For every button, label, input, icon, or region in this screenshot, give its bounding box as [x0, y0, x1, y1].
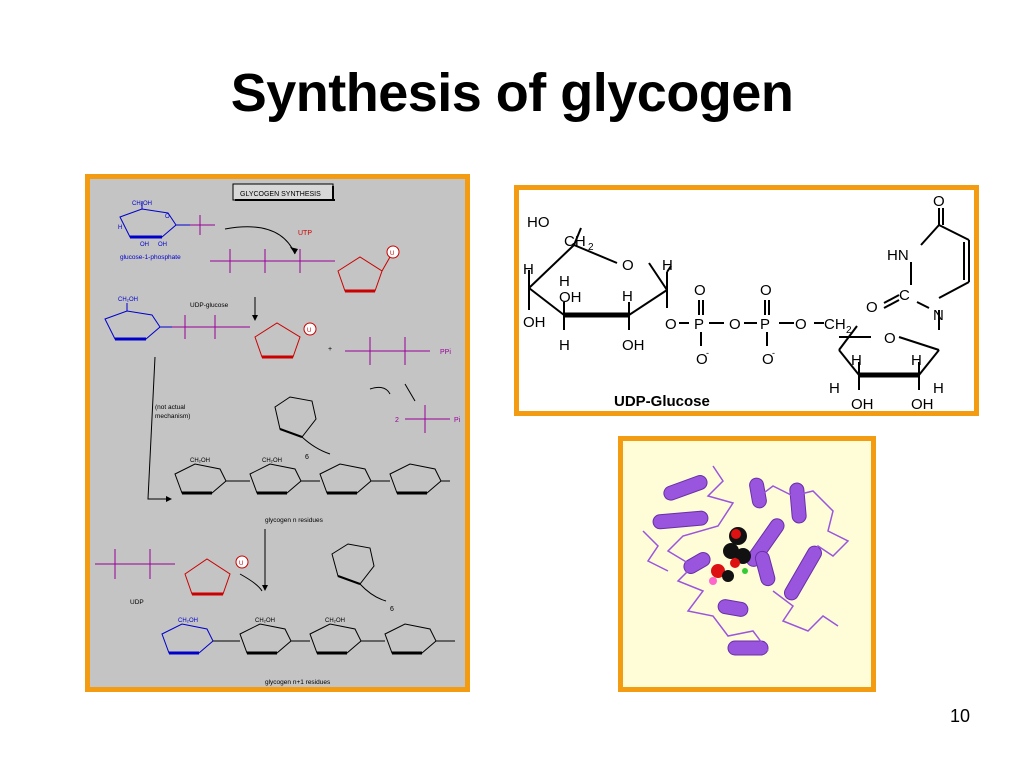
slide-title: Synthesis of glycogen [230, 63, 794, 123]
glycogen-n1-chain [213, 623, 455, 655]
udp-phosphates [95, 549, 175, 579]
svg-text:U: U [307, 328, 311, 334]
svg-text:U: U [390, 251, 394, 257]
pi-label: Pi [454, 417, 461, 424]
svg-text:O: O [762, 351, 774, 368]
udp-ribose [184, 558, 231, 596]
ppi-label: PPi [440, 349, 451, 356]
svg-text:CH₂OH: CH₂OH [132, 201, 152, 207]
udp-glucose-phosphates [172, 315, 250, 339]
svg-text:OH: OH [622, 337, 645, 354]
svg-text:-: - [706, 348, 709, 358]
svg-text:2: 2 [395, 417, 399, 424]
svg-text:H: H [559, 337, 570, 354]
glycogen-n1-label: glycogen n+1 residues [265, 679, 331, 686]
glycogen-n1-blue-ring [161, 623, 214, 655]
pi-structure [405, 405, 450, 433]
glycogen-n-chain [174, 463, 450, 495]
svg-text:H: H [559, 273, 570, 290]
svg-text:CH₂OH: CH₂OH [325, 618, 345, 624]
svg-text:O: O [665, 316, 677, 333]
svg-text:O: O [729, 316, 741, 333]
svg-text:CH₂OH: CH₂OH [178, 618, 198, 624]
udp-glucose-svg: HO CH 2 O H H H OH H OH H OH O O P O - O… [523, 193, 970, 413]
slide-number: 10 [949, 706, 970, 726]
svg-text:CH: CH [824, 316, 846, 333]
utp-label: UTP [298, 230, 312, 237]
udp-glucose-ribose [254, 322, 301, 359]
svg-text:2: 2 [588, 242, 594, 253]
svg-text:P: P [760, 316, 770, 333]
udp-glucose-structure: HO CH 2 O H H H OH H OH H OH O O P O - O… [514, 185, 979, 416]
svg-text:H: H [118, 225, 122, 231]
synthesis-scheme-svg: GLYCOGEN SYNTHESIS CH₂OH O H OH OH gluco… [95, 183, 461, 686]
ligand-spheres [709, 527, 751, 585]
svg-text:CH₂OH: CH₂OH [255, 618, 275, 624]
ppi-structure [345, 337, 430, 365]
alpha-helices [652, 475, 822, 656]
udp-glucose-caption: UDP-Glucose [614, 393, 710, 410]
svg-text:6: 6 [390, 606, 394, 613]
svg-text:HN: HN [887, 247, 909, 264]
svg-text:OH: OH [523, 314, 546, 331]
protein-ribbon-svg [642, 465, 850, 656]
udp-glucose-label: UDP-glucose [190, 302, 229, 309]
incoming-glucose [274, 396, 331, 455]
svg-text:O: O [933, 193, 945, 210]
svg-text:H: H [523, 261, 534, 278]
mechanism-note-line1: (not actual [155, 404, 186, 411]
svg-text:O: O [884, 330, 896, 347]
utp-phosphates [210, 249, 335, 273]
svg-text:H: H [933, 380, 944, 397]
glucose-1-phosphate-structure [119, 201, 215, 239]
svg-text:CH₂OH: CH₂OH [118, 297, 138, 303]
udp-glucose-glucose-ring [104, 303, 172, 341]
svg-text:H: H [829, 380, 840, 397]
loop-chain [642, 465, 850, 652]
glucose-1-phosphate-label: glucose-1-phosphate [120, 254, 181, 261]
svg-text:O: O [165, 214, 170, 220]
svg-text:CH₂OH: CH₂OH [190, 458, 210, 464]
utp-ribose [337, 256, 391, 293]
glycogen-n-label: glycogen n residues [265, 517, 324, 524]
svg-text:2: 2 [846, 325, 852, 336]
svg-text:CH₂OH: CH₂OH [262, 458, 282, 464]
svg-text:6: 6 [305, 454, 309, 461]
svg-text:O: O [760, 282, 772, 299]
svg-text:OH: OH [158, 242, 167, 248]
svg-text:OH: OH [851, 396, 874, 411]
udp-label: UDP [130, 599, 144, 606]
svg-text:-: - [772, 348, 775, 358]
svg-text:O: O [622, 257, 634, 274]
svg-text:H: H [662, 257, 673, 274]
diagram-header: GLYCOGEN SYNTHESIS [240, 191, 321, 198]
glycogen-synthesis-diagram: GLYCOGEN SYNTHESIS CH₂OH O H OH OH gluco… [85, 174, 470, 692]
svg-text:O: O [866, 299, 878, 316]
svg-text:HO: HO [527, 214, 550, 231]
protein-structure-image [618, 436, 876, 692]
svg-text:O: O [696, 351, 708, 368]
mechanism-note-line2: mechanism) [155, 413, 190, 420]
svg-text:OH: OH [911, 396, 934, 411]
svg-text:H: H [911, 352, 922, 369]
svg-text:+: + [328, 346, 332, 353]
svg-text:O: O [795, 316, 807, 333]
svg-text:C: C [899, 287, 910, 304]
svg-text:OH: OH [140, 242, 149, 248]
svg-text:P: P [694, 316, 704, 333]
svg-text:U: U [239, 561, 243, 567]
svg-text:OH: OH [559, 289, 582, 306]
svg-text:O: O [694, 282, 706, 299]
svg-text:N: N [933, 307, 944, 324]
svg-text:H: H [622, 288, 633, 305]
svg-text:CH: CH [564, 233, 586, 250]
utp-arrow [224, 226, 296, 255]
svg-text:H: H [851, 352, 862, 369]
